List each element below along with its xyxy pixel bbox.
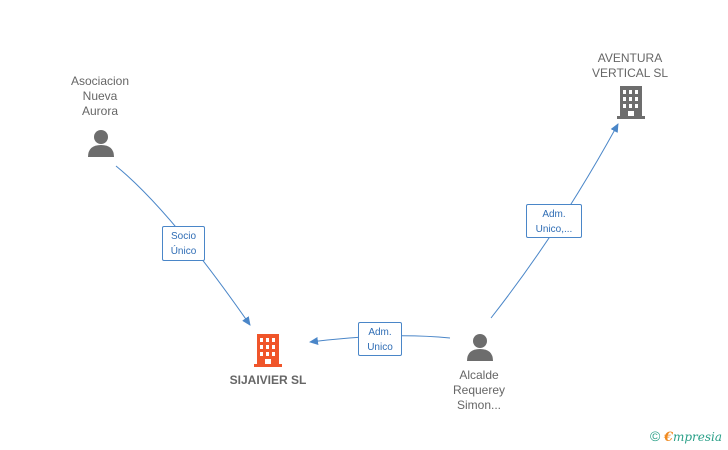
node-label-asociacion[interactable]: Asociacion Nueva Aurora — [70, 74, 130, 118]
edge-label-adm-unico-sijaivier[interactable]: Adm. Unico — [358, 322, 402, 356]
person-icon[interactable] — [467, 334, 493, 361]
building-icon-highlight[interactable] — [254, 334, 282, 367]
edge-label-adm-unico-aventura[interactable]: Adm. Unico,... — [526, 204, 582, 238]
node-label-sijaivier[interactable]: SIJAIVIER SL — [229, 373, 307, 387]
node-label-aventura[interactable]: AVENTURA VERTICAL SL — [591, 51, 669, 80]
person-icon[interactable] — [88, 130, 114, 157]
edge-label-socio-unico[interactable]: Socio Único — [162, 226, 205, 261]
building-icon[interactable] — [617, 86, 645, 119]
node-label-alcalde[interactable]: Alcalde Requerey Simon... — [452, 368, 506, 412]
copyright-symbol: © — [650, 428, 661, 444]
empresia-logo: © €mpresia — [650, 428, 722, 445]
brand-text: mpresia — [673, 430, 723, 444]
brand-e: € — [663, 430, 673, 445]
